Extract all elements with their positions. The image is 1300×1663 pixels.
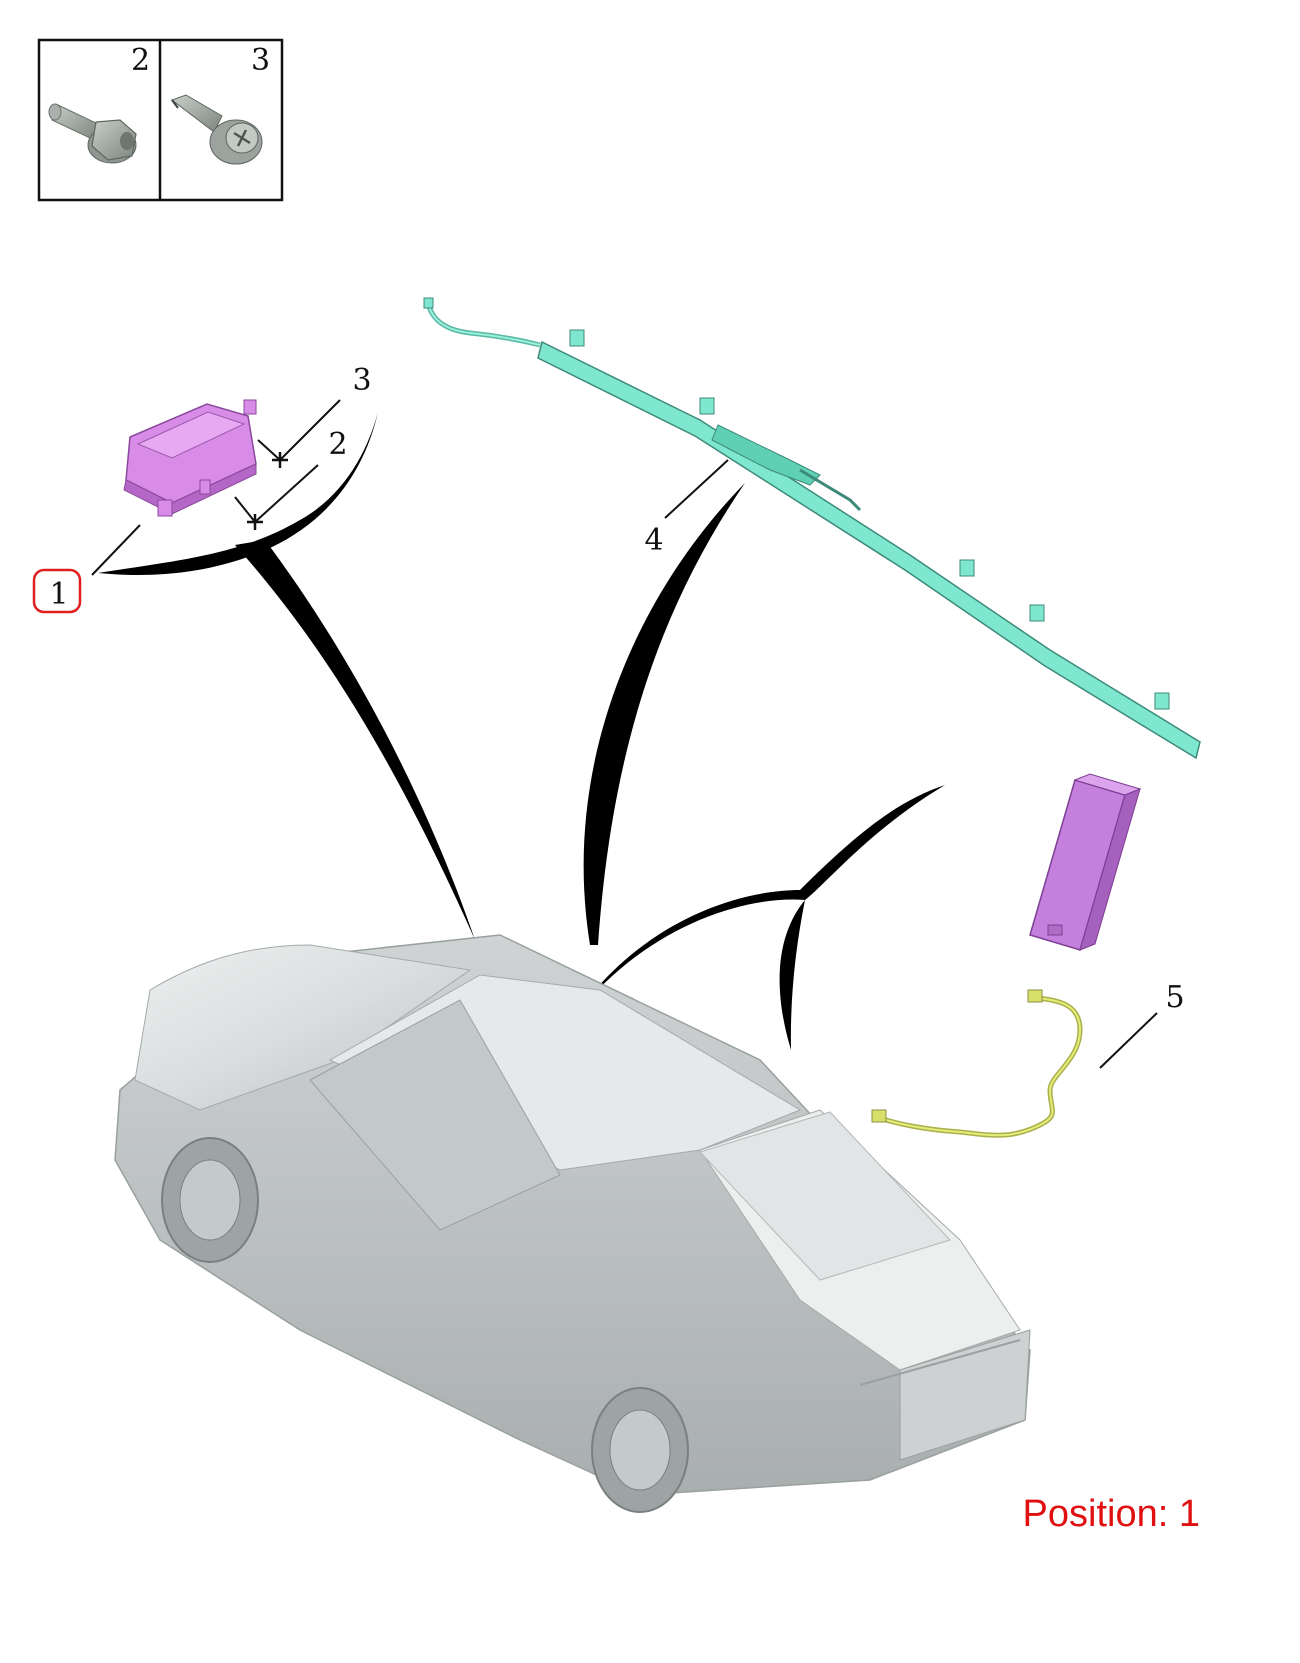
connector-swooshes <box>98 412 945 1050</box>
fastener-markers <box>247 452 288 530</box>
wiring-harness-icon[interactable] <box>871 989 1083 1138</box>
airbag-module-icon[interactable] <box>123 399 257 517</box>
callout-item-1[interactable]: 1 <box>49 577 68 612</box>
fastener-number-3: 3 <box>251 43 270 78</box>
selected-item-highlight <box>32 568 82 614</box>
callout-item-4[interactable]: 4 <box>644 523 663 558</box>
vehicle-icon <box>114 934 1031 1513</box>
callout-item-2[interactable]: 2 <box>328 427 347 462</box>
fastener-panel: 2 3 <box>37 38 284 202</box>
leader-lines <box>91 399 1158 1069</box>
fastener-number-2: 2 <box>131 43 150 78</box>
position-label: Position: 1 <box>1022 1493 1200 1535</box>
sensor-icon[interactable] <box>1029 773 1142 951</box>
callout-item-5[interactable]: 5 <box>1165 980 1184 1015</box>
washer-screw-icon[interactable] <box>170 94 263 165</box>
curtain-airbag-icon[interactable] <box>423 297 1201 760</box>
callout-item-3[interactable]: 3 <box>352 363 371 398</box>
flange-bolt-icon[interactable] <box>48 103 137 164</box>
